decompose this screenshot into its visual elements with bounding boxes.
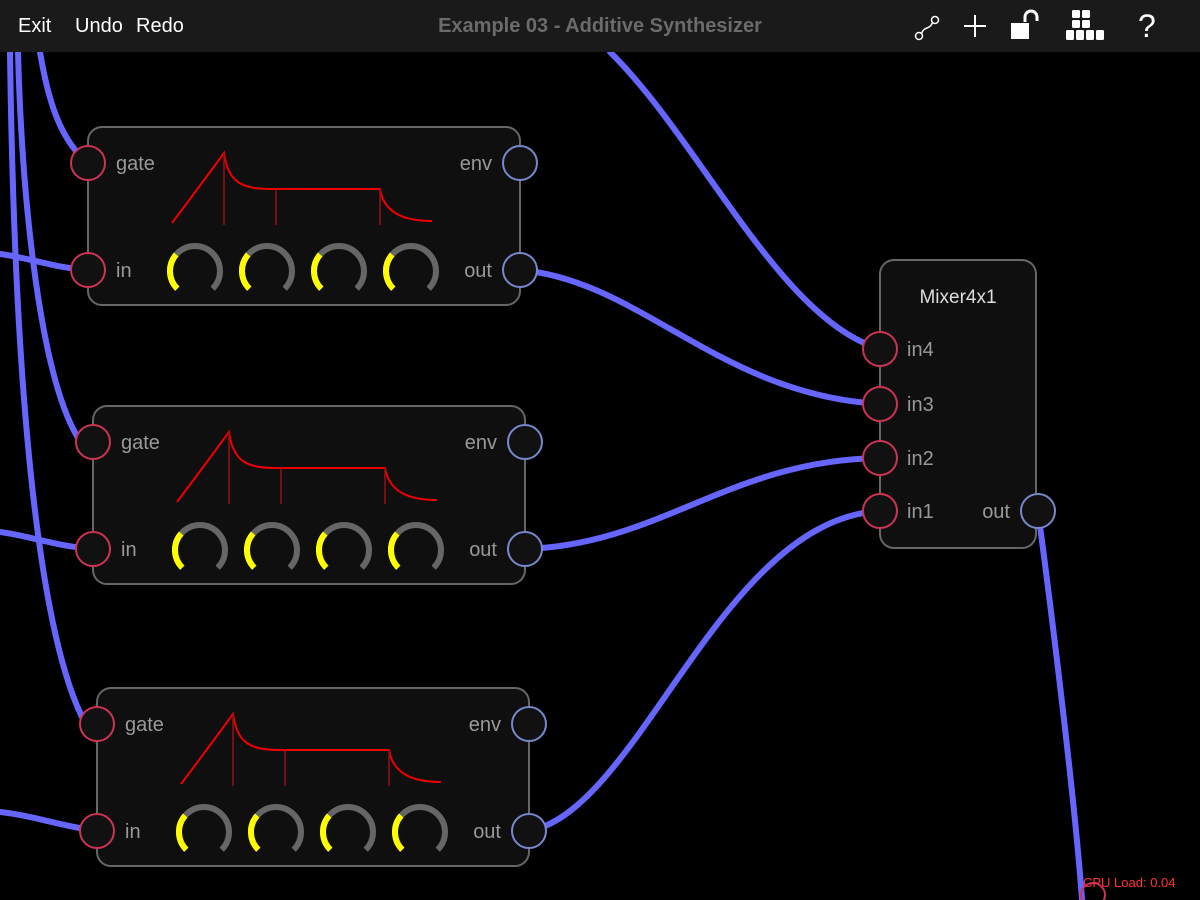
audio-input-port[interactable] bbox=[79, 813, 115, 849]
in-port-label: in bbox=[125, 821, 141, 843]
knob-value-arc bbox=[243, 531, 257, 570]
toolbar: Exit Undo Redo Example 03 - Additive Syn… bbox=[0, 0, 1200, 52]
help-button[interactable]: ? bbox=[1138, 8, 1156, 44]
out-port-label: out bbox=[473, 821, 501, 843]
cable-gate-1[interactable] bbox=[37, 49, 91, 166]
audio-output-port[interactable] bbox=[511, 813, 547, 849]
envelope-module-frame bbox=[92, 405, 526, 585]
mixer-in2-port[interactable] bbox=[862, 440, 898, 476]
gate-port-label: gate bbox=[125, 714, 164, 736]
envelope-module[interactable]: gate in env out bbox=[79, 687, 547, 867]
envelope-knob-2[interactable] bbox=[238, 243, 295, 291]
envelope-module-frame bbox=[87, 126, 521, 306]
knob-value-arc bbox=[310, 252, 324, 291]
mixer-in3-label: in3 bbox=[907, 394, 934, 416]
envelope-knob-4[interactable] bbox=[387, 522, 444, 570]
gate-input-port[interactable] bbox=[75, 424, 111, 460]
exit-button[interactable]: Exit bbox=[18, 15, 52, 37]
envelope-module[interactable]: gate in env out bbox=[75, 405, 543, 585]
knob-value-arc bbox=[319, 813, 333, 852]
knob-value-arc bbox=[238, 252, 252, 291]
mixer-output-port[interactable] bbox=[1020, 493, 1056, 529]
envelope-knob-2[interactable] bbox=[247, 804, 304, 852]
cable-env3-to-in1[interactable] bbox=[526, 508, 883, 834]
env-port-label: env bbox=[469, 714, 501, 736]
out-port-label: out bbox=[464, 260, 492, 282]
env-port-label: env bbox=[465, 432, 497, 454]
envelope-knob-2[interactable] bbox=[243, 522, 300, 570]
envelope-knob-3[interactable] bbox=[319, 804, 376, 852]
audio-output-port[interactable] bbox=[507, 531, 543, 567]
envelope-knob-1[interactable] bbox=[166, 243, 223, 291]
cable-env1-to-in3[interactable] bbox=[517, 267, 883, 407]
envelope-knob-3[interactable] bbox=[310, 243, 367, 291]
gate-input-port[interactable] bbox=[79, 706, 115, 742]
redo-button[interactable]: Redo bbox=[136, 15, 184, 37]
cables bbox=[0, 49, 1085, 900]
mixer-in2-label: in2 bbox=[907, 448, 934, 470]
gate-port-label: gate bbox=[116, 153, 155, 175]
envelope-curve bbox=[176, 429, 438, 504]
cable-env2-to-in2[interactable] bbox=[522, 455, 883, 552]
mixer-in3-port[interactable] bbox=[862, 386, 898, 422]
mixer-module[interactable]: Mixer4x1 in4 in3 in2 in1 out bbox=[862, 259, 1056, 549]
knob-value-arc bbox=[315, 531, 329, 570]
cpu-load-status: CPU Load: 0.04 bbox=[1083, 875, 1176, 890]
knob-value-arc bbox=[391, 813, 405, 852]
envelope-module[interactable]: gate in env out bbox=[70, 126, 538, 306]
mixer-in1-label: in1 bbox=[907, 501, 934, 523]
envelope-curve bbox=[171, 150, 433, 225]
knob-value-arc bbox=[382, 252, 396, 291]
envelope-module-frame bbox=[96, 687, 530, 867]
gate-input-port[interactable] bbox=[70, 145, 106, 181]
modules: gateinenvoutgateinenvoutgateinenvoutMixe… bbox=[70, 126, 1106, 900]
cable-to-mixer-in4[interactable] bbox=[607, 49, 883, 352]
offscreen-input-port[interactable] bbox=[1080, 882, 1106, 900]
mixer-in1-port[interactable] bbox=[862, 493, 898, 529]
in-port-label: in bbox=[116, 260, 132, 282]
audio-input-port[interactable] bbox=[75, 531, 111, 567]
envelope-curve bbox=[180, 711, 442, 786]
undo-button[interactable]: Undo bbox=[75, 15, 123, 37]
env-port-label: env bbox=[460, 153, 492, 175]
in-port-label: in bbox=[121, 539, 137, 561]
unlock-icon[interactable] bbox=[1008, 8, 1040, 42]
audio-input-port[interactable] bbox=[70, 252, 106, 288]
knob-value-arc bbox=[171, 531, 185, 570]
cable-mixer-out[interactable] bbox=[1035, 508, 1085, 900]
env-output-port[interactable] bbox=[511, 706, 547, 742]
env-output-port[interactable] bbox=[502, 145, 538, 181]
cable-gate-2[interactable] bbox=[15, 49, 83, 444]
envelope-knob-4[interactable] bbox=[391, 804, 448, 852]
knob-value-arc bbox=[175, 813, 189, 852]
mixer-in4-label: in4 bbox=[907, 339, 934, 361]
knob-value-arc bbox=[387, 531, 401, 570]
add-icon[interactable] bbox=[962, 13, 988, 39]
envelope-knob-4[interactable] bbox=[382, 243, 439, 291]
patch-cable-icon[interactable] bbox=[912, 14, 942, 42]
knob-value-arc bbox=[166, 252, 180, 291]
mixer-in4-port[interactable] bbox=[862, 331, 898, 367]
mixer-title: Mixer4x1 bbox=[919, 287, 996, 308]
env-output-port[interactable] bbox=[507, 424, 543, 460]
modules-grid-icon[interactable] bbox=[1064, 8, 1108, 42]
audio-output-port[interactable] bbox=[502, 252, 538, 288]
cable-gate-3[interactable] bbox=[7, 49, 88, 726]
gate-port-label: gate bbox=[121, 432, 160, 454]
envelope-knob-3[interactable] bbox=[315, 522, 372, 570]
envelope-knob-1[interactable] bbox=[175, 804, 232, 852]
mixer-out-label: out bbox=[982, 501, 1010, 523]
envelope-knob-1[interactable] bbox=[171, 522, 228, 570]
out-port-label: out bbox=[469, 539, 497, 561]
knob-value-arc bbox=[247, 813, 261, 852]
